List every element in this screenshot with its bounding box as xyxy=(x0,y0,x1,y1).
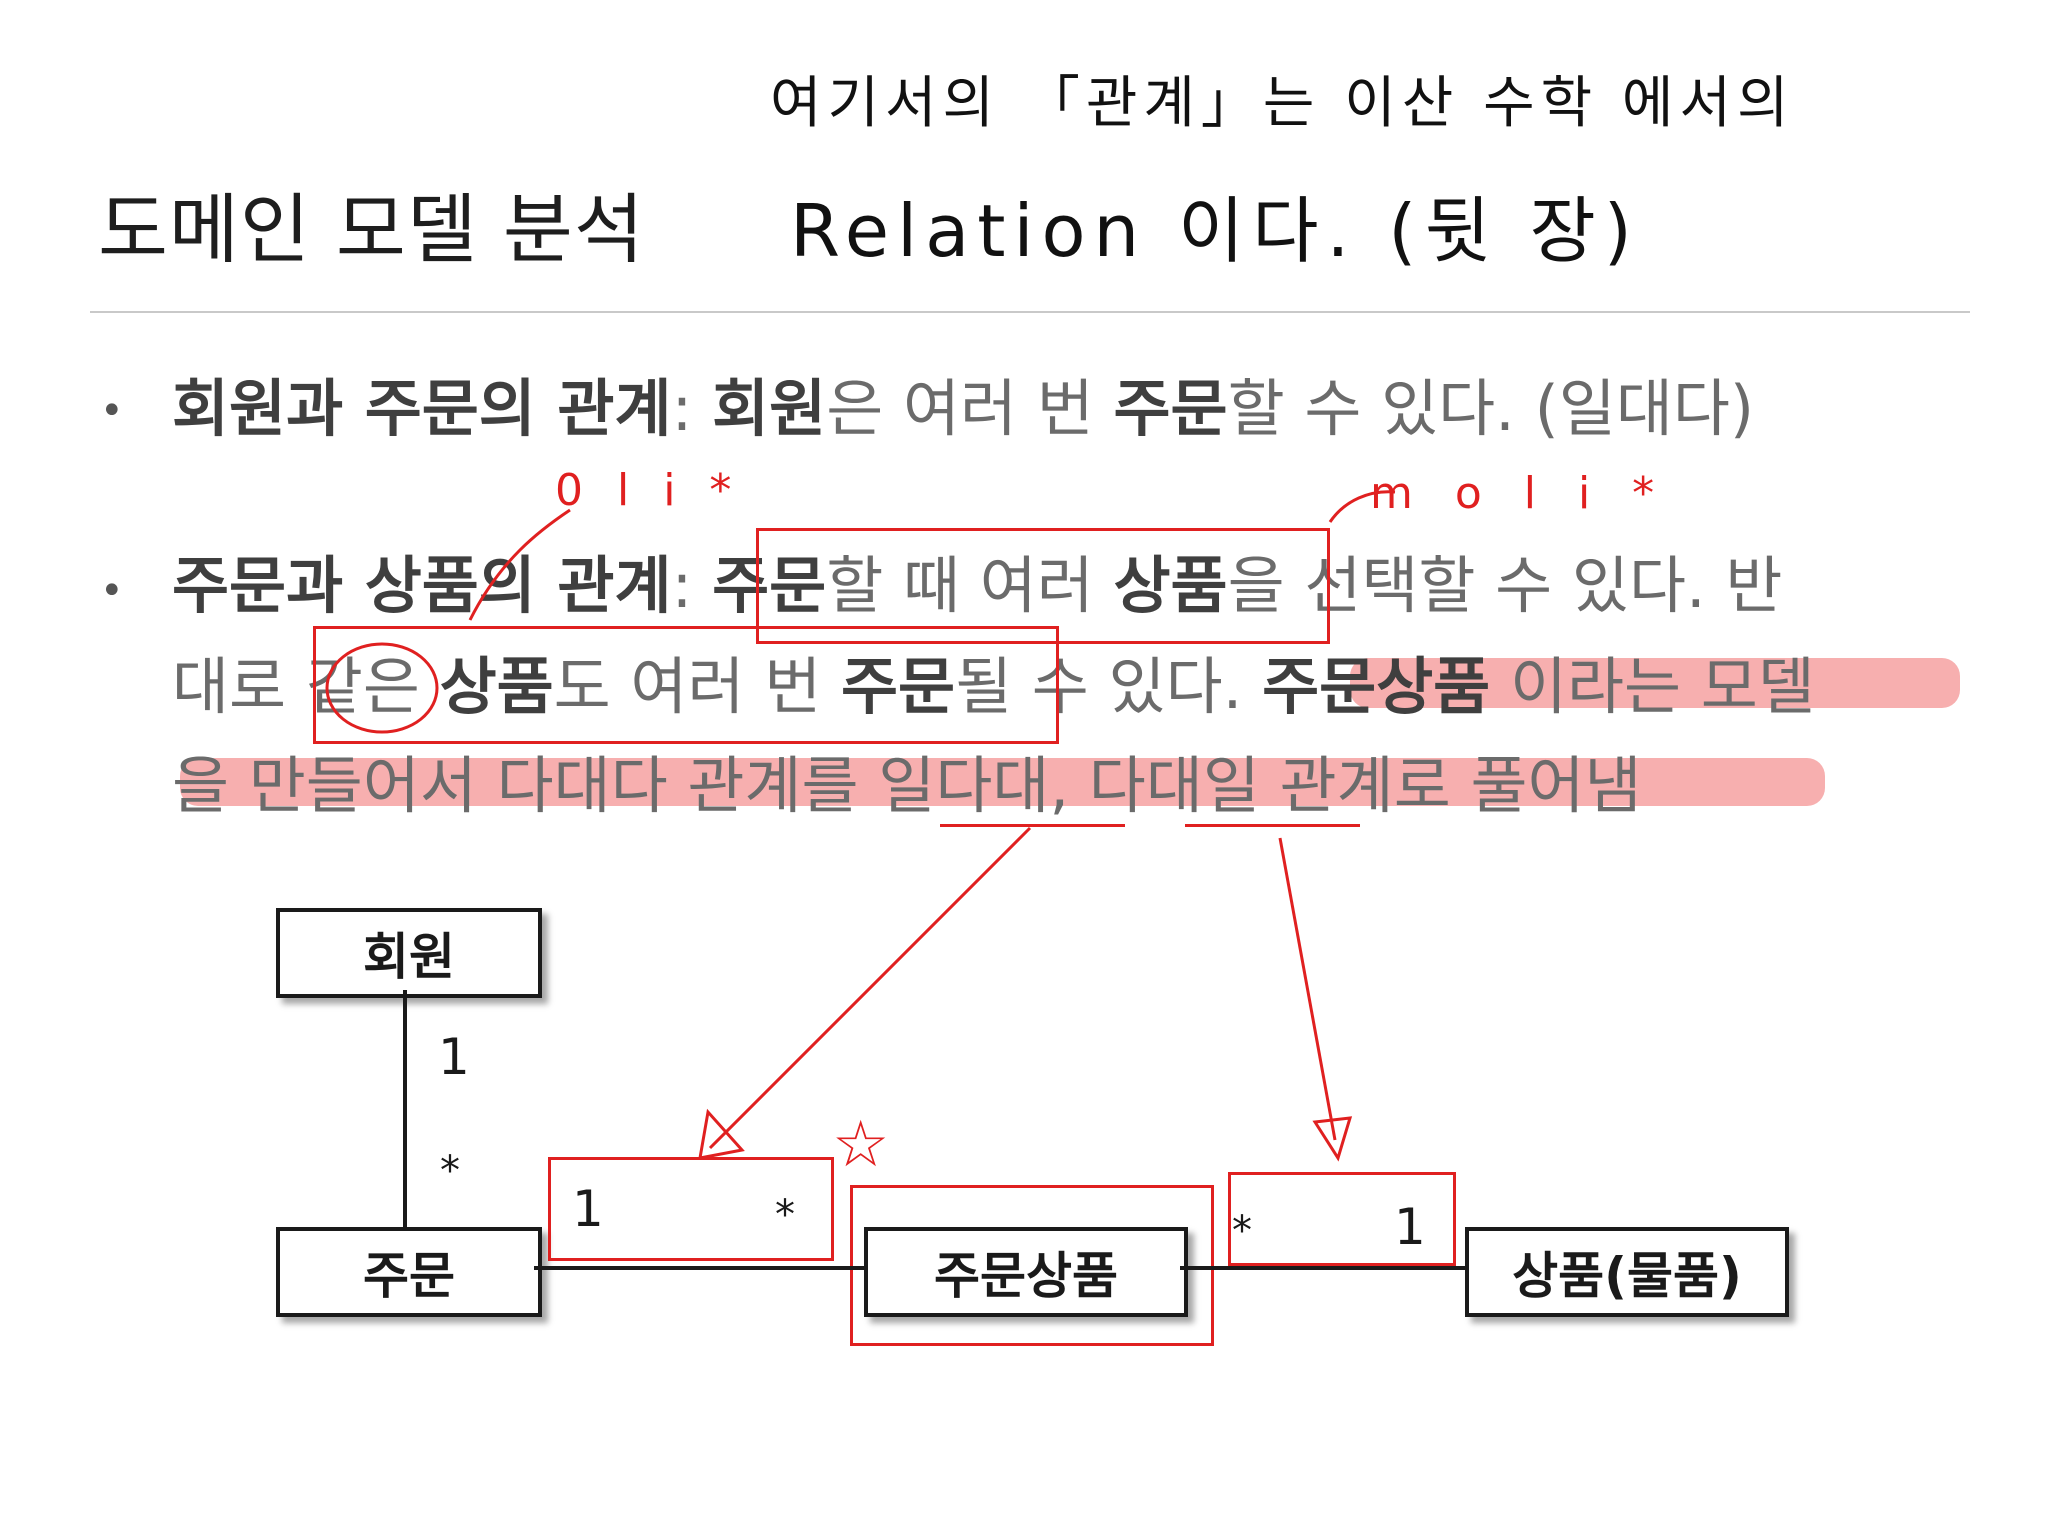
handwritten-note-right: m o l i * xyxy=(1370,468,1669,519)
title-divider xyxy=(90,311,1970,313)
curve-mark xyxy=(1328,490,1396,523)
star-icon: ☆ xyxy=(832,1108,890,1182)
annotation-box xyxy=(756,528,1330,644)
annotation-box xyxy=(548,1157,834,1261)
handwritten-note-left: 0 l i * xyxy=(555,465,742,516)
circle-mark xyxy=(325,642,439,734)
entity-order: 주문 xyxy=(276,1227,542,1317)
multiplicity-label: * xyxy=(775,1192,795,1238)
highlight-marker xyxy=(1350,658,1960,708)
entity-member: 회원 xyxy=(276,908,542,998)
annotation-box xyxy=(850,1185,1214,1346)
arrow-line xyxy=(708,826,1032,1150)
multiplicity-label: * xyxy=(1232,1208,1252,1254)
highlight-marker xyxy=(180,758,1825,806)
arrow-line xyxy=(1278,837,1337,1141)
handwritten-note-line2: Relation 이다. (뒷 장) xyxy=(790,189,1640,273)
page-title: 도메인 모델 분석 xyxy=(98,185,645,274)
curve-mark xyxy=(468,508,571,621)
arrow-head xyxy=(1312,1116,1353,1162)
annotation-box xyxy=(1228,1172,1456,1266)
multiplicity-label: * xyxy=(440,1148,460,1194)
bullet-marker: • xyxy=(100,568,124,614)
bullet-2-line-3: 을 만들어서 다대다 관계를 일다대, 다대일 관계로 풀어냄 xyxy=(172,749,1642,822)
underline-mark xyxy=(940,824,1125,827)
underline-mark xyxy=(1185,824,1360,827)
handwritten-note-line1: 여기서의 「관계」는 이산 수학 에서의 xyxy=(770,71,1795,136)
annotation-box xyxy=(313,626,1059,744)
multiplicity-label: 1 xyxy=(1394,1198,1426,1256)
multiplicity-label: 1 xyxy=(572,1180,604,1238)
association-lines xyxy=(403,990,1465,1270)
arrow-head xyxy=(698,1108,745,1160)
multiplicity-label: 1 xyxy=(438,1028,470,1086)
bullet-1-text: 회원과 주문의 관계: 회원은 여러 번 주문할 수 있다. (일대다) xyxy=(172,372,1755,445)
bullet-marker: • xyxy=(100,388,124,434)
annotation-strokes xyxy=(325,490,1396,1162)
bullet-2-line-1: 주문과 상품의 관계: 주문할 때 여러 상품을 선택할 수 있다. 반 xyxy=(172,549,1783,622)
entity-order-item: 주문상품 xyxy=(864,1227,1188,1317)
entity-item: 상품(물품) xyxy=(1465,1227,1789,1317)
bullet-2-line-2: 대로 같은 상품도 여러 번 주문될 수 있다. 주문상품 이라는 모델 xyxy=(172,650,1815,723)
